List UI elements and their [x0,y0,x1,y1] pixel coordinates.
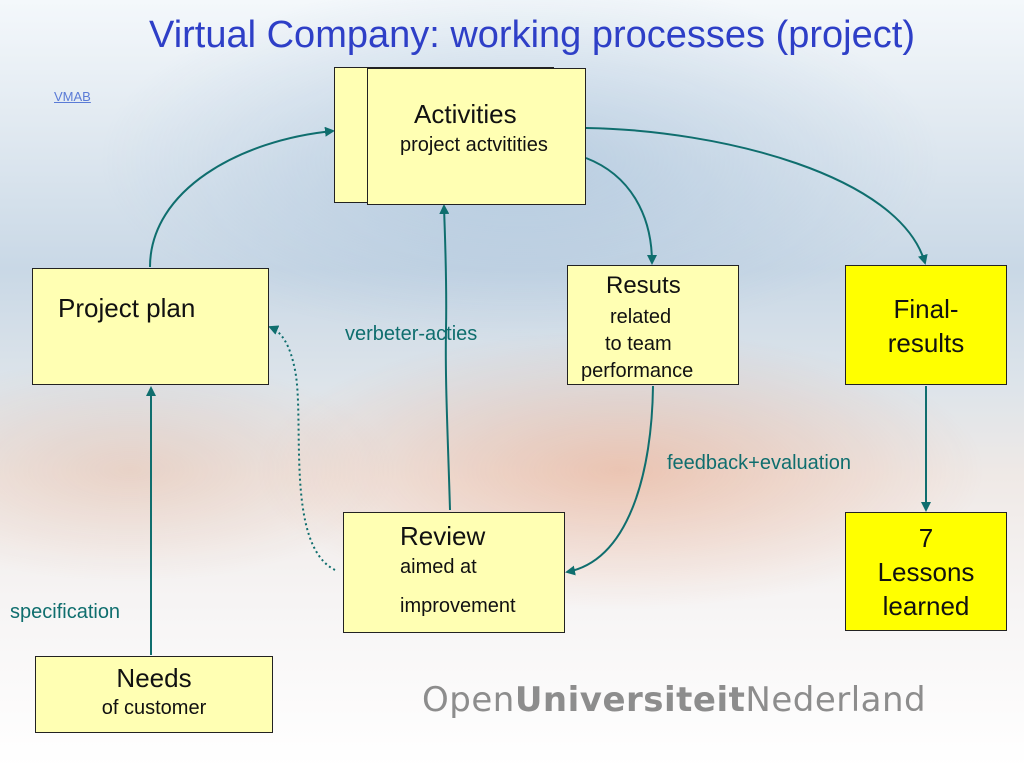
needs-title: Needs [116,663,192,693]
final-results-line1: Final- [893,294,959,324]
vmab-link[interactable]: VMAB [54,89,91,104]
activities-box[interactable]: Activities project actvitities [367,68,586,205]
logo-open: Open [422,680,515,720]
open-universiteit-logo: OpenUniversiteitNederland [422,680,926,720]
arrow-activities-to-results [585,157,657,265]
slide-title: Virtual Company: working processes (proj… [149,14,915,56]
lessons-box[interactable]: 7 Lessons learned [845,512,1007,631]
activities-subtitle: project actvitities [400,134,548,156]
final-results-line2: results [887,328,965,358]
project-plan-box[interactable]: Project plan [32,268,269,385]
arrow-results-to-review [565,385,654,576]
results-title: Resuts [606,272,681,299]
activities-title: Activities [414,99,517,129]
results-box[interactable]: Resuts related to team performance [567,265,739,385]
review-title: Review [400,521,486,551]
lessons-line2: Lessons [877,557,975,587]
results-line2: to team [605,333,672,355]
arrow-review-to-activities [439,204,451,511]
lessons-line1: 7 [918,523,934,553]
review-line1: aimed at [400,556,477,578]
specification-label: specification [10,601,121,623]
logo-nederland: Nederland [745,680,927,720]
feedback-evaluation-label: feedback+evaluation [667,452,852,474]
needs-subtitle: of customer [101,697,207,719]
project-plan-title: Project plan [58,293,196,323]
results-line3: performance [581,360,694,382]
lessons-line3: learned [882,591,970,621]
logo-universiteit: Universiteit [514,680,746,720]
needs-box[interactable]: Needs of customer [35,656,273,733]
final-results-box[interactable]: Final- results [845,265,1007,385]
arrow-plan-to-activities [149,126,335,268]
verbeter-acties-label: verbeter-acties [345,323,478,345]
review-box[interactable]: Review aimed at improvement [343,512,565,633]
review-line2: improvement [400,595,516,617]
arrow-activities-to-final [585,127,928,265]
arrow-review-to-plan-dotted [268,325,336,571]
results-line1: related [610,306,672,328]
